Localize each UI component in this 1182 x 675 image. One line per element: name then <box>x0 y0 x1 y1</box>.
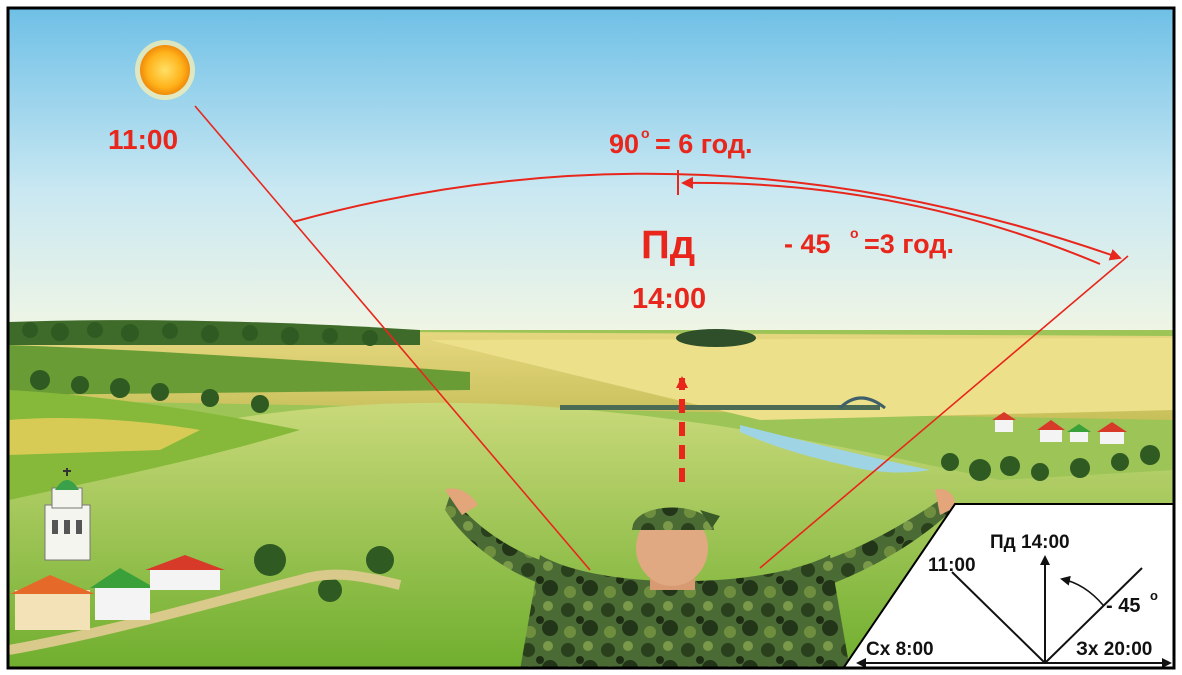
arc-45-suffix: =3 год. <box>864 229 954 259</box>
landscape <box>9 320 1174 667</box>
inset-angle-prefix: - 45 <box>1106 595 1140 617</box>
sun-icon <box>135 40 195 100</box>
angle-arc-45 <box>681 176 1101 265</box>
sun-line-11 <box>951 571 1046 664</box>
arc-45-label: - 45 o =3 год. <box>784 225 954 259</box>
angle-arc-inset <box>1060 575 1104 606</box>
inset-angle-degree-mark: o <box>1150 588 1158 603</box>
inset-south-label: Пд 14:00 <box>990 532 1070 553</box>
compass-inset: Пд 14:00 11:00 - 45 o Сх 8:00 Зх 20:00 <box>842 503 1174 667</box>
inset-west-label: Зх 20:00 <box>1076 639 1152 660</box>
inset-east-label: Сх 8:00 <box>866 639 934 660</box>
arc-90-suffix: = 6 год. <box>655 129 752 159</box>
west-direction-line <box>759 255 1129 569</box>
sun-direction-line <box>194 105 591 571</box>
angle-arc-90 <box>292 172 1122 261</box>
village-left <box>10 468 225 630</box>
south-label: Пд <box>641 223 695 267</box>
soldier-figure <box>445 488 955 667</box>
arc-45-prefix: - 45 <box>784 229 831 259</box>
south-time-label: 14:00 <box>632 283 706 315</box>
inset-time-11-label: 11:00 <box>928 555 976 576</box>
sun-time-label: 11:00 <box>108 124 178 155</box>
frame-border <box>6 6 1176 670</box>
arc-45-degree-mark: o <box>850 225 859 241</box>
west-line <box>1044 567 1143 664</box>
arc-90-degree-mark: o <box>641 125 650 141</box>
arc-90-value: 90 <box>609 129 639 159</box>
arc-90-label: 90 o = 6 год. <box>609 125 752 159</box>
